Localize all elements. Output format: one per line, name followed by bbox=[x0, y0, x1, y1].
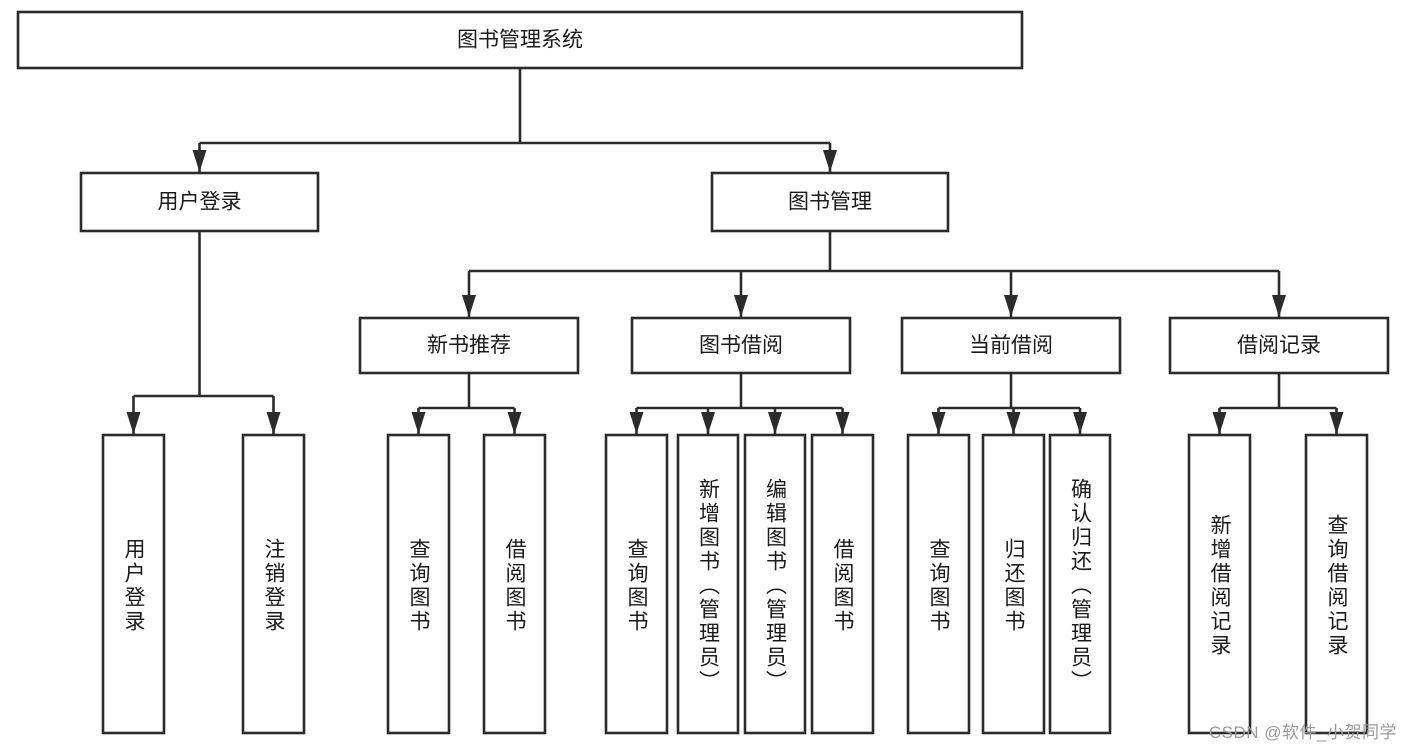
leaf-node-5[interactable] bbox=[676, 433, 740, 735]
leaf-node-11[interactable] bbox=[1187, 433, 1252, 735]
root-node-box[interactable] bbox=[16, 10, 1024, 70]
arrow-head-icon bbox=[1212, 412, 1227, 434]
arrow-head-icon bbox=[1073, 412, 1087, 434]
leaf-node-10[interactable] bbox=[1048, 433, 1112, 735]
leaf-node-box[interactable] bbox=[981, 433, 1046, 735]
leaf-node-6[interactable] bbox=[743, 433, 807, 735]
leaf-node-7[interactable] bbox=[810, 433, 875, 735]
root-node-0[interactable] bbox=[16, 10, 1024, 70]
leaf-node-1[interactable] bbox=[241, 433, 306, 735]
level2-node-0[interactable] bbox=[79, 171, 320, 233]
level2-node-label: 图书管理 bbox=[788, 191, 872, 214]
level3-node-box[interactable] bbox=[900, 316, 1122, 375]
arrow-head-icon bbox=[701, 412, 715, 434]
level3-node-label: 新书推荐 bbox=[427, 334, 511, 357]
arrow-head-icon bbox=[1004, 295, 1018, 317]
arrow-head-icon bbox=[266, 412, 281, 434]
level2-node-box[interactable] bbox=[710, 171, 950, 233]
arrow-head-icon bbox=[1006, 412, 1021, 434]
arrow-head-icon bbox=[411, 412, 426, 434]
level3-node-box[interactable] bbox=[630, 316, 852, 375]
leaf-node-box[interactable] bbox=[386, 433, 451, 735]
level2-node-1[interactable] bbox=[710, 171, 950, 233]
level3-node-label: 当前借阅 bbox=[969, 334, 1053, 357]
arrow-head-icon bbox=[1272, 295, 1286, 317]
level3-node-label: 借阅记录 bbox=[1237, 334, 1321, 357]
leaf-node-box[interactable] bbox=[1048, 433, 1112, 735]
arrow-head-icon bbox=[768, 412, 782, 434]
root-node-label: 图书管理系统 bbox=[457, 29, 583, 52]
leaf-node-box[interactable] bbox=[906, 433, 971, 735]
level3-node-2[interactable] bbox=[900, 316, 1122, 375]
leaf-node-box[interactable] bbox=[604, 433, 669, 735]
level3-node-label: 图书借阅 bbox=[699, 334, 783, 357]
arrow-head-icon bbox=[1329, 412, 1344, 434]
leaf-node-2[interactable] bbox=[386, 433, 451, 735]
arrow-head-icon bbox=[507, 412, 522, 434]
leaf-node-12[interactable] bbox=[1304, 433, 1369, 735]
arrow-head-icon bbox=[823, 150, 837, 172]
leaf-node-3[interactable] bbox=[482, 433, 547, 735]
connectors-layer bbox=[126, 68, 1344, 434]
leaf-node-box[interactable] bbox=[1187, 433, 1252, 735]
level2-node-box[interactable] bbox=[79, 171, 320, 233]
leaf-node-box[interactable] bbox=[241, 433, 306, 735]
level2-node-label: 用户登录 bbox=[158, 191, 242, 214]
leaf-node-box[interactable] bbox=[676, 433, 740, 735]
level3-node-1[interactable] bbox=[630, 316, 852, 375]
level3-node-3[interactable] bbox=[1168, 316, 1390, 375]
leaf-node-box[interactable] bbox=[810, 433, 875, 735]
arrow-head-icon bbox=[734, 295, 748, 317]
arrow-head-icon bbox=[462, 295, 476, 317]
level3-node-0[interactable] bbox=[358, 316, 580, 375]
arrow-head-icon bbox=[629, 412, 644, 434]
arrow-head-icon bbox=[192, 150, 207, 172]
arrow-head-icon bbox=[126, 412, 141, 434]
leaf-node-box[interactable] bbox=[101, 433, 166, 735]
leaf-node-9[interactable] bbox=[981, 433, 1046, 735]
level3-node-box[interactable] bbox=[358, 316, 580, 375]
level3-node-box[interactable] bbox=[1168, 316, 1390, 375]
leaf-node-0[interactable] bbox=[101, 433, 166, 735]
arrow-head-icon bbox=[835, 412, 850, 434]
watermark-text: CSDN @软件_小贺同学 bbox=[1208, 723, 1397, 742]
leaf-node-box[interactable] bbox=[482, 433, 547, 735]
leaf-node-box[interactable] bbox=[743, 433, 807, 735]
leaf-node-box[interactable] bbox=[1304, 433, 1369, 735]
leaf-node-8[interactable] bbox=[906, 433, 971, 735]
arrow-head-icon bbox=[931, 412, 946, 434]
leaf-node-4[interactable] bbox=[604, 433, 669, 735]
